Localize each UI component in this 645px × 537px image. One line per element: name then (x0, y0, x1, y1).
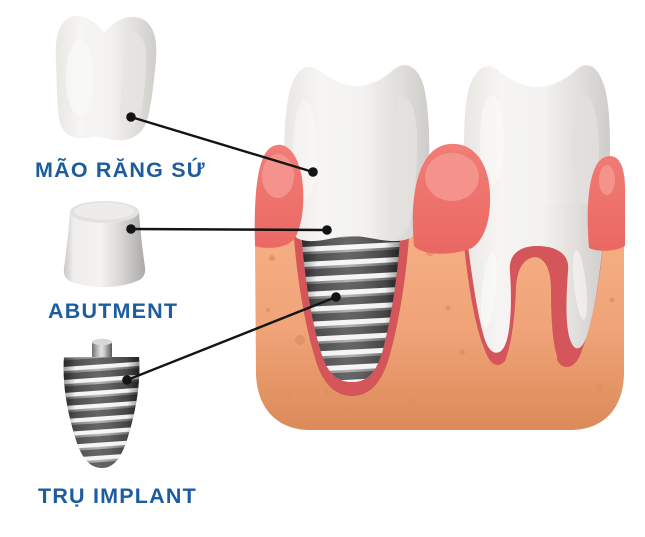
leader-dot (122, 375, 132, 385)
abutment-top-face-inner (74, 202, 135, 220)
label-implant: TRỤ IMPLANT (38, 484, 197, 508)
implant-screw-edge-shade (301, 224, 401, 382)
natural-tooth-roots (463, 204, 606, 353)
abutment-body (63, 212, 146, 288)
implant-post-knob-top (92, 338, 112, 346)
leader-line-implant (126, 295, 337, 382)
implant-post-knob (92, 342, 112, 358)
bone-speckles (266, 248, 615, 418)
label-crown: MÃO RĂNG SỨ (35, 157, 206, 182)
leader-line-crown (130, 115, 314, 174)
interradicular-bone-wedge (505, 257, 558, 366)
jaw-cross-section (254, 65, 625, 430)
root-highlight-right (573, 250, 587, 320)
crown-sample-illustration (55, 15, 157, 141)
leader-dot (126, 112, 136, 122)
natural-tooth-highlight (480, 95, 504, 185)
root-highlight-left (480, 252, 498, 328)
gum-mound-right (587, 156, 625, 251)
label-abutment: ABUTMENT (48, 299, 178, 323)
implant-crown-shade-panel (389, 95, 418, 237)
implant-post-edge-shade (63, 357, 140, 468)
leader-dot (322, 225, 332, 235)
crown-sample-shade-panel (120, 30, 147, 128)
abutment-illustration (63, 201, 146, 288)
leader-dot (308, 167, 318, 177)
gum-mound-right-highlight (599, 165, 615, 195)
leader-line-abutment (130, 227, 328, 232)
crown-sample-highlight (66, 40, 94, 116)
leader-lines (122, 112, 341, 385)
gum-mound-middle-highlight (425, 153, 479, 201)
leader-dot (331, 292, 341, 302)
leader-dot (126, 224, 136, 234)
implant-post-illustration (63, 338, 140, 468)
